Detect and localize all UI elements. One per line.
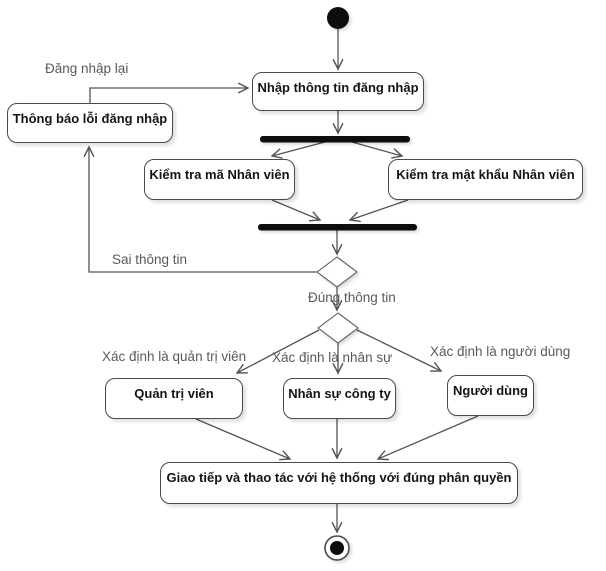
activity-admin: Quản trị viên xyxy=(105,378,243,419)
edge-label-wrong-info: Sai thông tin xyxy=(112,252,188,267)
activity-final-interaction: Giao tiếp và thao tác với hệ thống với đ… xyxy=(160,462,518,504)
edge-admin-to-final xyxy=(195,418,292,461)
fork-bar xyxy=(260,136,410,143)
decision-diamond-1 xyxy=(316,256,358,288)
edge-check-password-to-join xyxy=(348,199,409,223)
edge-decision2-to-user xyxy=(356,329,443,372)
activity-check-employee-id: Kiểm tra mã Nhân viên xyxy=(144,159,295,200)
edge-label-correct-info: Đúng thông tin xyxy=(308,290,396,305)
edge-fork-to-check-password xyxy=(351,141,404,159)
edge-relogin xyxy=(89,82,250,103)
edge-wrong-info xyxy=(83,145,317,273)
decision-diamond-2 xyxy=(317,312,359,344)
edge-user-to-final xyxy=(376,415,479,461)
join-bar xyxy=(258,224,417,231)
activity-hr: Nhân sự công ty xyxy=(283,378,396,419)
activity-error-message: Thông báo lỗi đăng nhập xyxy=(7,103,173,143)
end-node-icon xyxy=(324,535,350,561)
edge-label-is-admin: Xác định là quản trị viên xyxy=(102,349,247,364)
edge-decision2-to-admin xyxy=(235,329,320,374)
edge-label-is-user: Xác định là người dùng xyxy=(430,344,571,359)
edge-check-id-to-join xyxy=(271,199,322,222)
activity-user: Người dùng xyxy=(447,375,534,416)
edge-fork-to-check-id xyxy=(270,141,326,159)
activity-check-employee-password: Kiểm tra mật khẩu Nhân viên xyxy=(388,159,583,200)
edge-label-is-hr: Xác định là nhân sự xyxy=(272,350,393,365)
activity-login: Nhập thông tin đăng nhập xyxy=(252,72,424,111)
edge-label-relogin: Đăng nhập lại xyxy=(45,61,129,76)
start-node-icon xyxy=(327,7,349,29)
